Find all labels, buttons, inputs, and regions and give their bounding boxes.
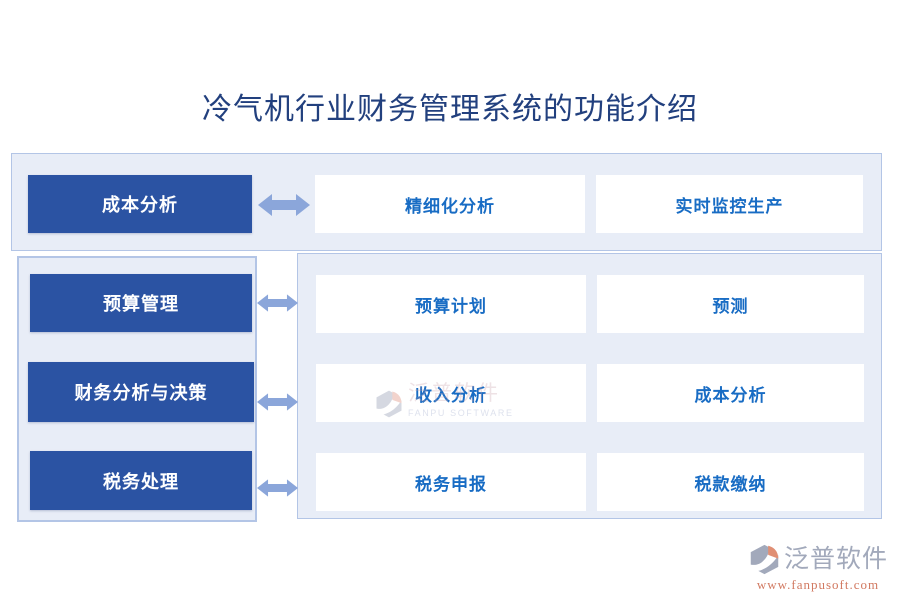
item-node-tax-declaration: 税务申报 [316, 453, 586, 511]
item-node-revenue-analysis: 收入分析 [316, 364, 586, 422]
feature-node-financial-analysis-decision: 财务分析与决策 [28, 362, 254, 422]
footer-brand-logo: 泛普软件 www.fanpusoft.com [748, 543, 888, 593]
double-arrow-icon [257, 393, 298, 411]
feature-column-panel: 预算管理 财务分析与决策 税务处理 [17, 256, 257, 522]
double-arrow-icon [258, 190, 310, 220]
item-node-tax-payment: 税款缴纳 [597, 453, 864, 511]
item-node-budget-plan: 预算计划 [316, 275, 586, 333]
item-node-forecast: 预测 [597, 275, 864, 333]
feature-node-budget-management: 预算管理 [30, 274, 252, 332]
item-node-refined-analysis: 精细化分析 [315, 175, 585, 233]
fanpu-logo-icon [748, 543, 781, 575]
feature-node-tax-processing: 税务处理 [30, 451, 252, 510]
page-title: 冷气机行业财务管理系统的功能介绍 [202, 93, 698, 126]
double-arrow-icon [257, 474, 298, 502]
item-node-realtime-production-monitoring: 实时监控生产 [596, 175, 863, 233]
feature-node-cost-analysis: 成本分析 [28, 175, 252, 233]
double-arrow-icon [257, 294, 298, 312]
footer-brand-row: 泛普软件 [748, 543, 888, 576]
detail-items-panel: 预算计划 预测 收入分析 成本分析 税务申报 税款缴纳 [297, 253, 882, 519]
double-arrow-icon [257, 388, 298, 416]
footer-brand-text: 泛普软件 [783, 546, 888, 573]
footer-url: www.fanpusoft.com [756, 577, 880, 592]
double-arrow-icon [257, 289, 298, 317]
double-arrow-icon [257, 479, 298, 497]
double-arrow-icon [258, 194, 310, 216]
cost-analysis-row-panel: 成本分析 精细化分析 实时监控生产 [11, 153, 882, 251]
item-node-cost-analysis: 成本分析 [597, 364, 864, 422]
